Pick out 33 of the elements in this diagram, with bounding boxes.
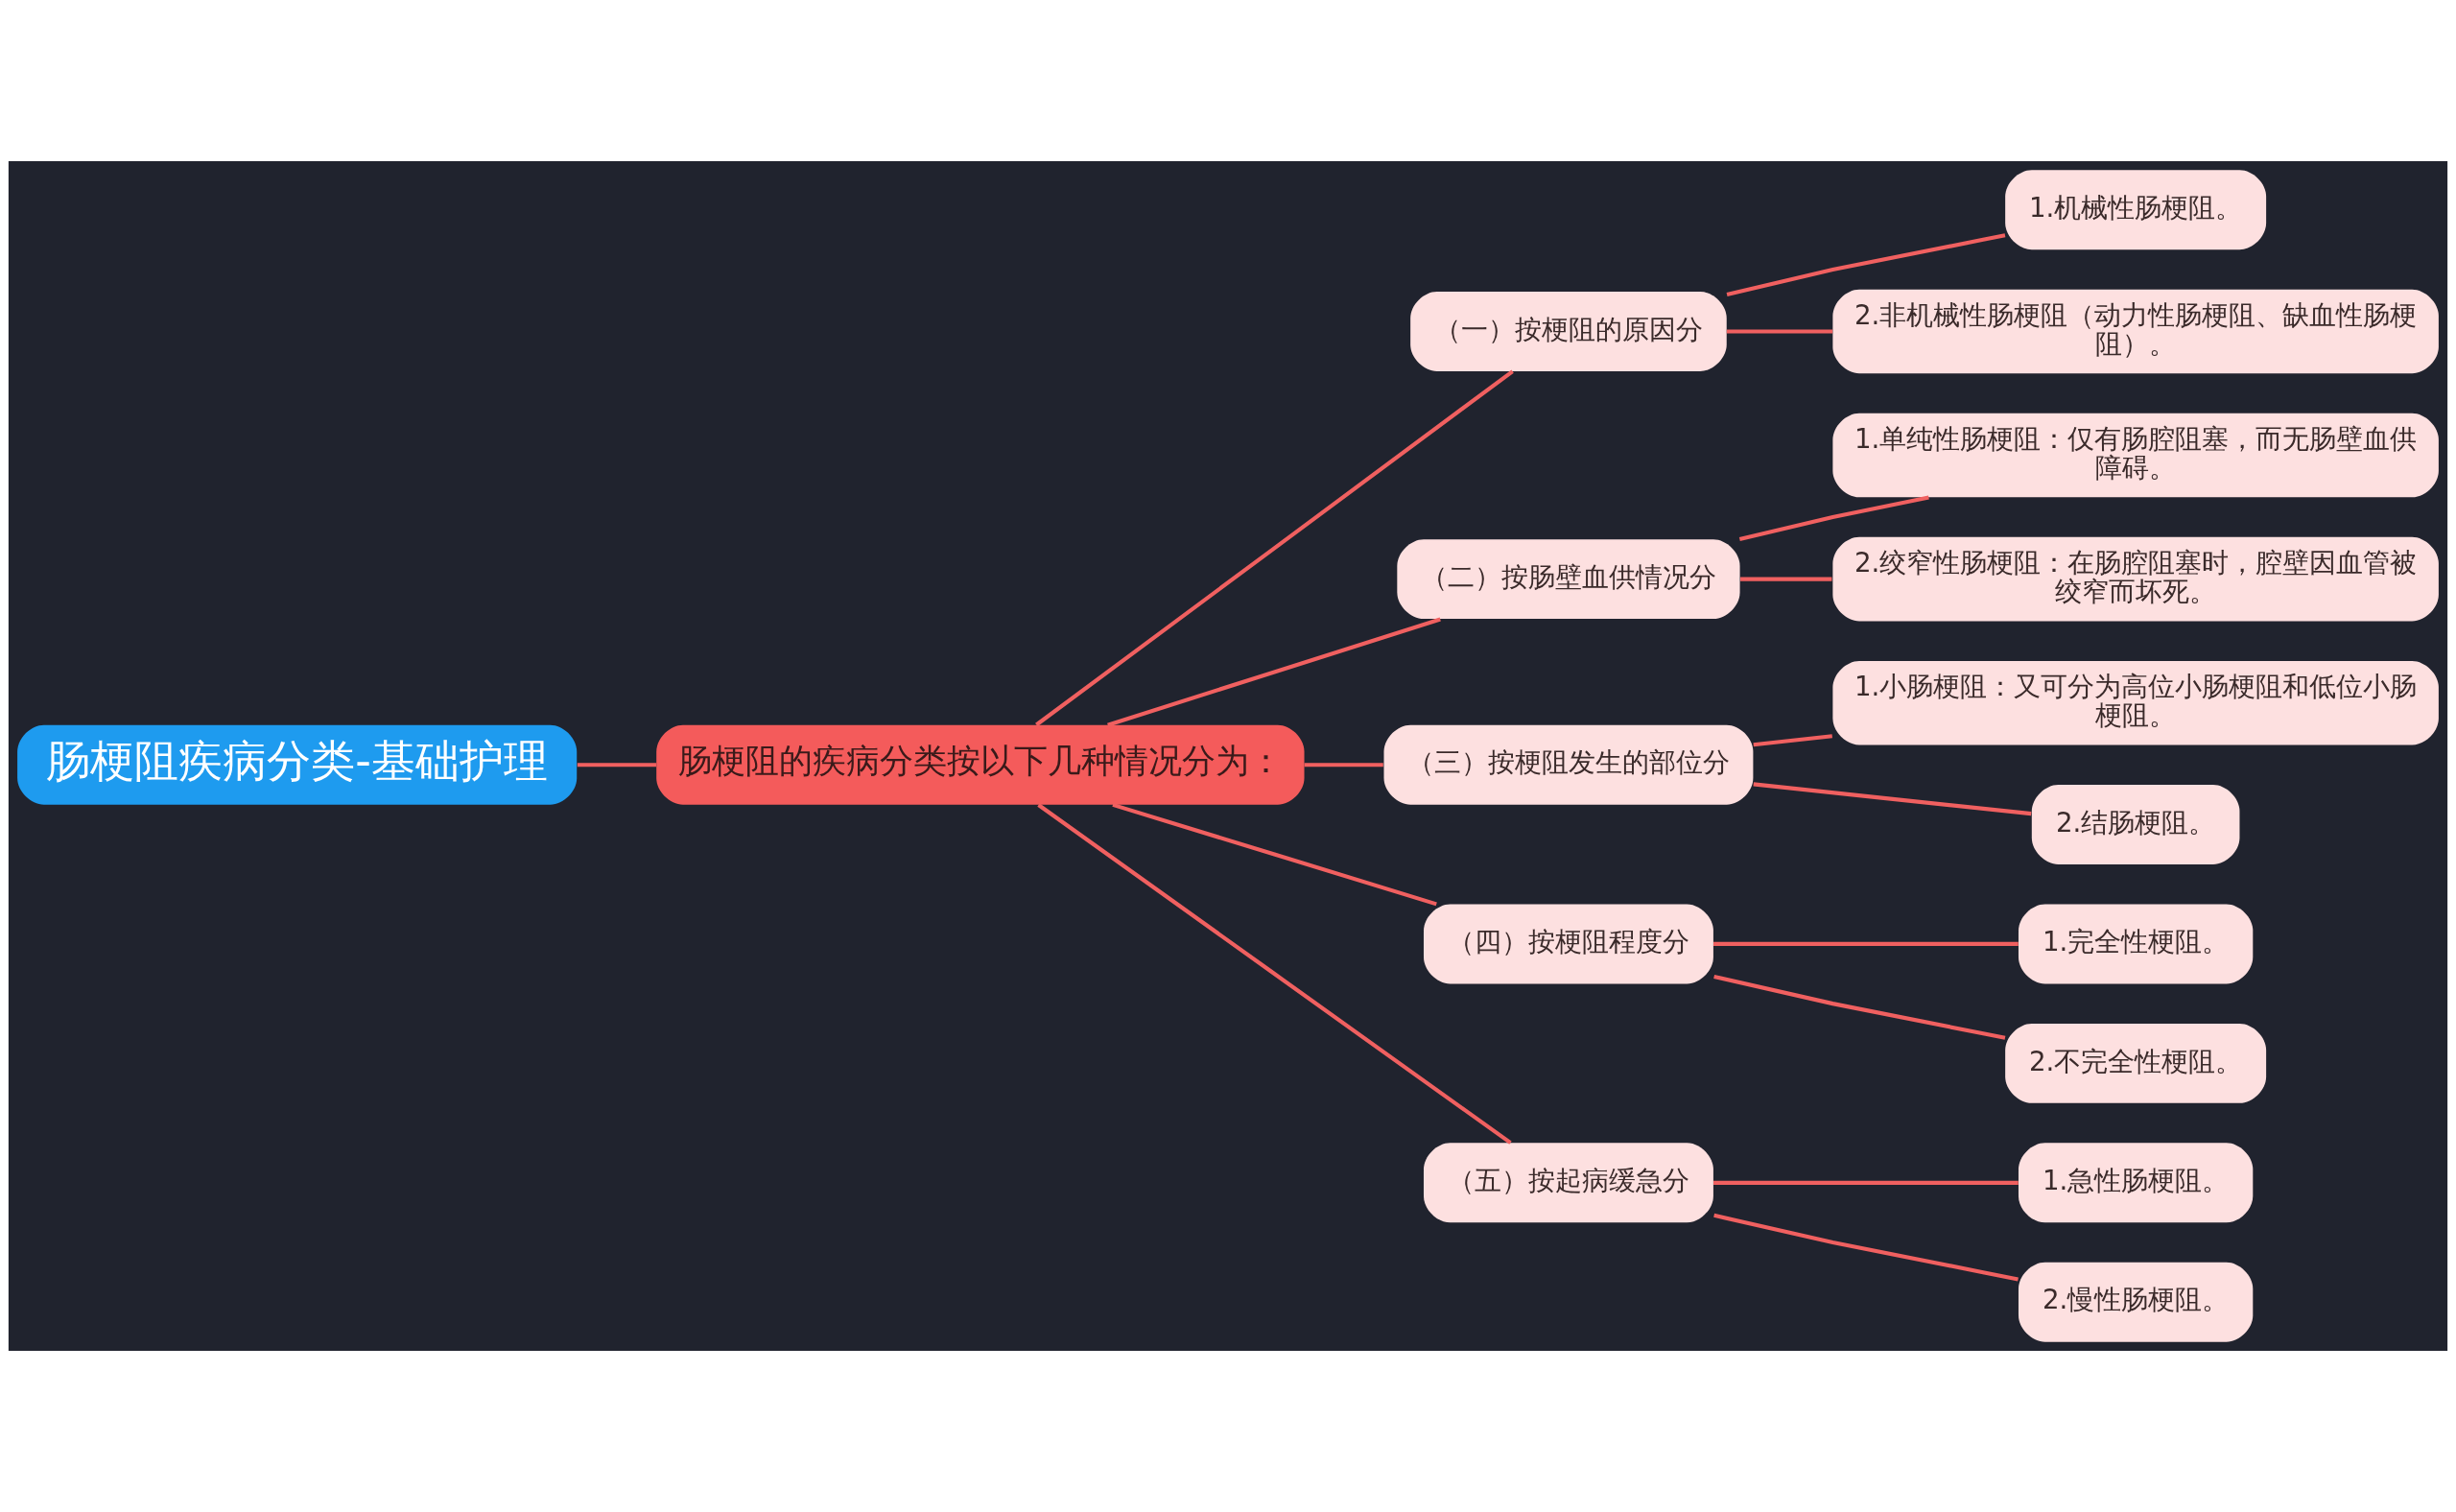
connector [1753, 782, 2032, 816]
node-box: 2.不完全性梗阻。 [2005, 1023, 2267, 1103]
node-box: 1.完全性梗阻。 [2019, 904, 2254, 984]
node-box: 1.急性肠梗阻。 [2019, 1143, 2254, 1223]
node-box: 2.绞窄性肠梗阻：在肠腔阻塞时，腔壁因血管被绞窄而坏死。 [1832, 536, 2439, 622]
node-box: 2.非机械性肠梗阻（动力性肠梗阻、缺血性肠梗阻）。 [1832, 289, 2439, 374]
connector [1107, 617, 1441, 727]
connector [577, 763, 656, 768]
node-box: （三）按梗阻发生的部位分 [1383, 724, 1754, 805]
node-box: （四）按梗阻程度分 [1424, 904, 1713, 984]
node-box: 肠梗阻的疾病分类按以下几种情况分为： [656, 724, 1305, 805]
connector [1713, 941, 2019, 946]
connector [1713, 1180, 2019, 1185]
node-box: （一）按梗阻的原因分 [1410, 292, 1727, 371]
node-box: 1.小肠梗阻：又可分为高位小肠梗阻和低位小肠梗阻。 [1832, 660, 2439, 745]
connector [1713, 1213, 2019, 1282]
connector [1035, 369, 1514, 727]
node-box: 2.结肠梗阻。 [2031, 784, 2240, 864]
node-box: （五）按起病缓急分 [1424, 1143, 1713, 1223]
connector [1753, 734, 1832, 747]
node-box: 1.单纯性肠梗阻：仅有肠腔阻塞，而无肠壁血供障碍。 [1832, 413, 2439, 498]
connector [1738, 495, 1929, 542]
node-box: （二）按肠壁血供情况分 [1397, 539, 1740, 620]
connector [1037, 803, 1512, 1145]
connector [1304, 763, 1383, 768]
node-box: 1.机械性肠梗阻。 [2005, 170, 2267, 250]
node-box: 肠梗阻疾病分类-基础护理 [17, 724, 578, 805]
connector [1713, 974, 2006, 1040]
connector [1740, 577, 1832, 581]
node-box: 2.慢性肠梗阻。 [2019, 1262, 2254, 1342]
connector [1726, 233, 2006, 297]
connector [1726, 329, 1833, 334]
connector [1112, 802, 1437, 907]
